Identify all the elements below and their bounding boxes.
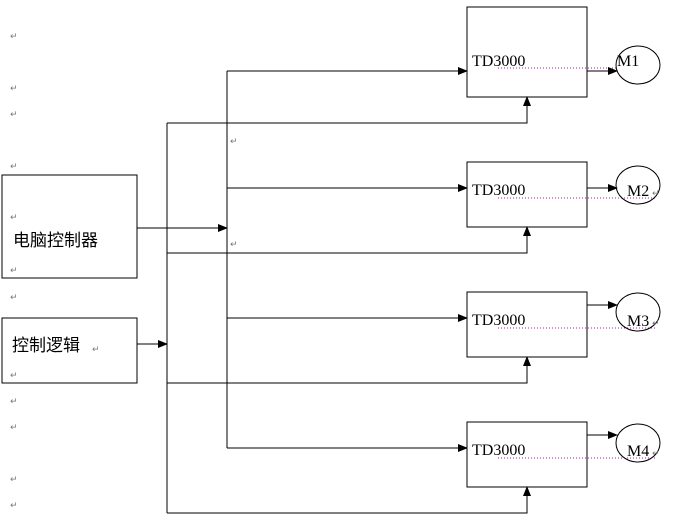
- controller-box: [1, 174, 138, 279]
- paragraph-mark: ↵: [10, 293, 18, 303]
- motor-label: M4: [627, 443, 649, 460]
- paragraph-mark: ↵: [10, 475, 18, 485]
- drive-label: TD3000: [472, 312, 525, 329]
- logic-block: 控制逻辑 ↵: [1, 317, 138, 384]
- logic-feed-drive-4: [167, 486, 531, 514]
- paragraph-mark: ↵: [10, 423, 18, 433]
- controller-label: 电脑控制器: [13, 231, 98, 251]
- paragraph-mark: ↵: [230, 137, 238, 147]
- drive-box: [466, 161, 588, 228]
- paragraph-mark: ↵: [10, 501, 18, 511]
- paragraph-mark: ↵: [10, 162, 18, 172]
- motor-label: M3: [627, 313, 649, 330]
- paragraph-mark: ↵: [92, 345, 100, 355]
- paragraph-mark: ↵: [10, 110, 18, 120]
- drive-box: [466, 6, 588, 98]
- paragraph-mark: ↵: [10, 32, 18, 42]
- drive-label: TD3000: [472, 442, 525, 459]
- motor-label: M2: [627, 183, 649, 200]
- controller-bus: [137, 67, 468, 452]
- motor-circle: [615, 423, 661, 463]
- logic-feed-drive-2: [167, 226, 531, 254]
- paragraph-mark: ↵: [652, 319, 660, 329]
- motor-circle: [615, 45, 661, 85]
- drive-2: TD3000 M2 ↵: [466, 161, 661, 228]
- logic-bus: [137, 96, 531, 514]
- paragraph-mark: ↵: [10, 397, 18, 407]
- drive-label: TD3000: [472, 182, 525, 199]
- logic-feed-drive-1: [167, 96, 531, 124]
- motor-circle: [615, 292, 661, 332]
- motor-circle: [615, 165, 661, 205]
- drive-1: TD3000 M1: [466, 6, 661, 98]
- paragraph-mark: ↵: [10, 213, 18, 223]
- paragraph-mark: ↵: [652, 189, 660, 199]
- logic-box: [1, 317, 138, 384]
- drive-label: TD3000: [472, 53, 525, 70]
- paragraph-mark: ↵: [230, 240, 238, 250]
- drive-3: TD3000 M3 ↵: [466, 291, 661, 358]
- drive-4: TD3000 M4 ↵: [466, 421, 661, 488]
- drive-box: [466, 291, 588, 358]
- paragraph-mark: ↵: [652, 449, 660, 459]
- logic-feed-drive-3: [167, 356, 531, 384]
- paragraph-marks: ↵ ↵ ↵ ↵ ↵ ↵ ↵ ↵ ↵ ↵ ↵ ↵ ↵ ↵: [10, 32, 238, 511]
- controller-block: 电脑控制器: [1, 174, 138, 279]
- paragraph-mark: ↵: [10, 266, 18, 276]
- paragraph-mark: ↵: [10, 371, 18, 381]
- paragraph-mark: ↵: [10, 84, 18, 94]
- motor-label: M1: [617, 53, 639, 70]
- drive-box: [466, 421, 588, 488]
- logic-label: 控制逻辑: [12, 336, 80, 356]
